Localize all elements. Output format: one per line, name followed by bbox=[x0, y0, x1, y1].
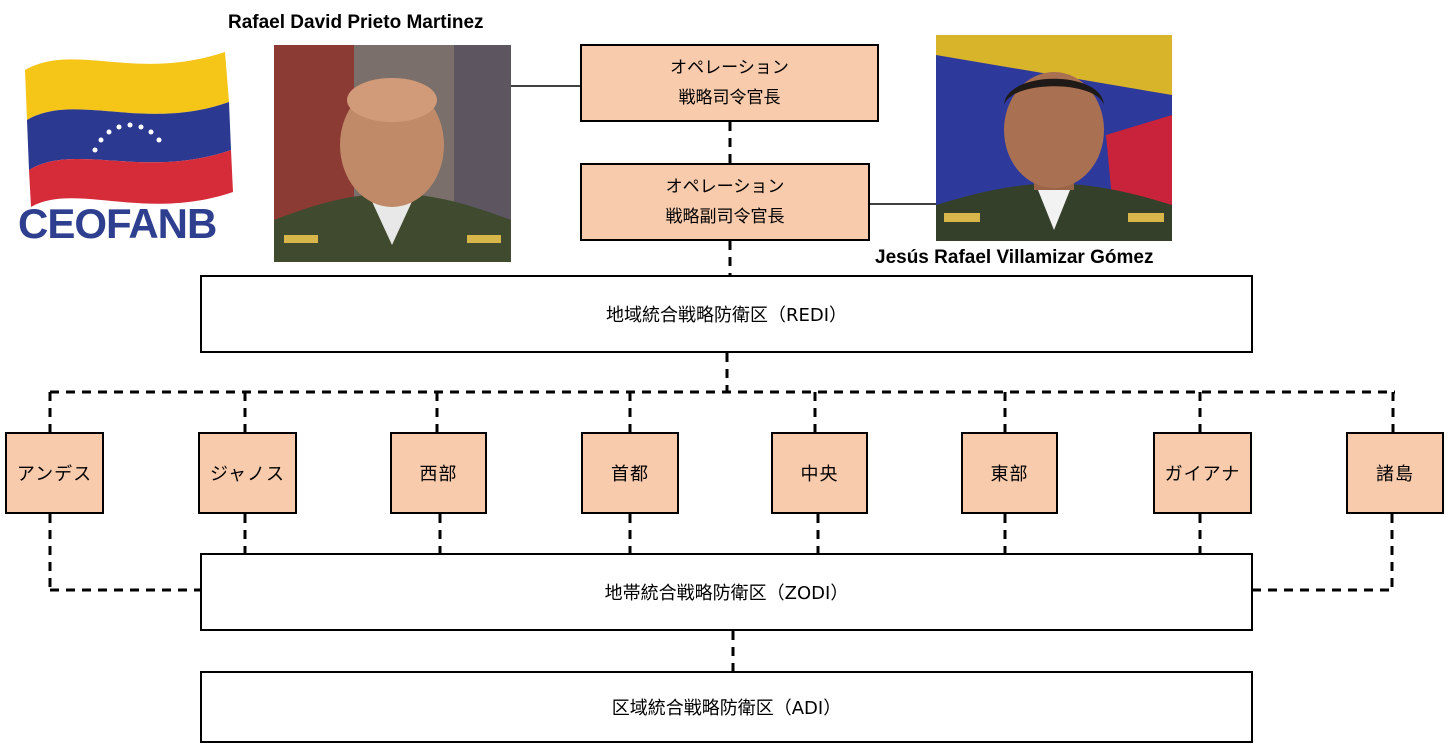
region-label: 東部 bbox=[990, 464, 1029, 485]
commander-name: Rafael David Prieto Martinez bbox=[228, 12, 484, 33]
logo-text: CEOFANB bbox=[18, 200, 217, 247]
region-capital: 首都 bbox=[581, 432, 679, 514]
deputy-photo bbox=[936, 35, 1172, 241]
region-central: 中央 bbox=[771, 432, 868, 514]
region-guayana: ガイアナ bbox=[1153, 432, 1252, 514]
region-label: ジャノス bbox=[209, 464, 286, 485]
commander-title-line1: オペレーション bbox=[670, 58, 789, 78]
adi-box: 区域統合戦略防衛区（ADI） bbox=[200, 671, 1253, 743]
commander-title-line2: 戦略司令官長 bbox=[678, 88, 781, 108]
redi-label: 地域統合戦略防衛区（REDI） bbox=[605, 305, 848, 326]
region-insular: 諸島 bbox=[1346, 432, 1444, 514]
commander-title-box: オペレーション 戦略司令官長 bbox=[580, 44, 879, 122]
region-label: 西部 bbox=[419, 464, 458, 485]
region-andes: アンデス bbox=[5, 432, 104, 514]
region-label: 中央 bbox=[800, 464, 839, 485]
region-western: 西部 bbox=[390, 432, 487, 514]
zodi-box: 地帯統合戦略防衛区（ZODI） bbox=[200, 553, 1253, 631]
adi-label: 区域統合戦略防衛区（ADI） bbox=[611, 698, 842, 719]
commander-photo bbox=[274, 45, 511, 262]
region-label: ガイアナ bbox=[1164, 464, 1241, 485]
region-label: アンデス bbox=[16, 464, 93, 485]
region-label: 諸島 bbox=[1376, 464, 1414, 485]
region-eastern: 東部 bbox=[961, 432, 1058, 514]
region-label: 首都 bbox=[611, 464, 649, 485]
deputy-name: Jesús Rafael Villamizar Gómez bbox=[875, 247, 1154, 268]
region-llanos: ジャノス bbox=[198, 432, 297, 514]
deputy-title-line1: オペレーション bbox=[665, 177, 785, 197]
zodi-label: 地帯統合戦略防衛区（ZODI） bbox=[604, 583, 849, 604]
deputy-title-box: オペレーション 戦略副司令官長 bbox=[580, 163, 870, 241]
venezuela-flag-icon bbox=[25, 52, 233, 207]
redi-box: 地域統合戦略防衛区（REDI） bbox=[200, 275, 1253, 353]
deputy-title-line2: 戦略副司令官長 bbox=[665, 207, 785, 227]
